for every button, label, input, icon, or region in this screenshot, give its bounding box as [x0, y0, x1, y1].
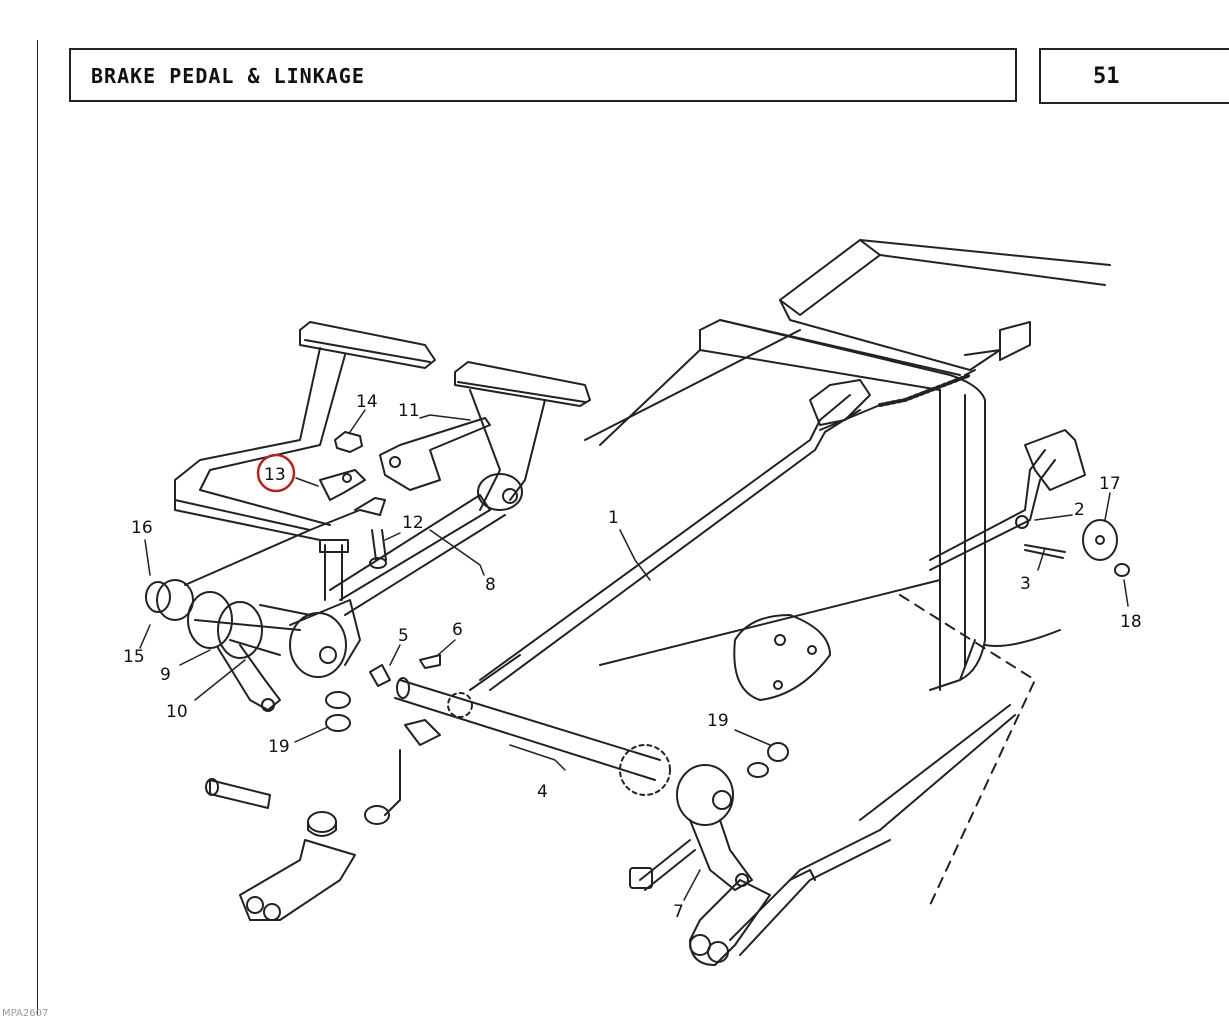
callout-4: 4	[537, 782, 548, 802]
lower-left-clevis	[205, 749, 401, 921]
cross-shaft	[145, 497, 386, 712]
chassis-housing	[584, 239, 1111, 906]
callout-17: 17	[1099, 474, 1121, 494]
callout-7: 7	[673, 902, 684, 922]
callout-5: 5	[398, 626, 409, 646]
callout-19-left: 19	[268, 737, 290, 757]
callout-18: 18	[1120, 612, 1142, 632]
callout-8: 8	[485, 575, 496, 595]
title-box: BRAKE PEDAL & LINKAGE	[69, 48, 1017, 102]
page-margin-rule	[37, 40, 38, 1015]
callout-11: 11	[398, 401, 420, 421]
pedal-lever-8	[329, 494, 506, 616]
callout-19-right: 19	[707, 711, 729, 731]
mounting-plate	[733, 614, 831, 701]
callout-12: 12	[402, 513, 424, 533]
callout-3: 3	[1020, 574, 1031, 594]
callout-16: 16	[131, 518, 153, 538]
page-title: BRAKE PEDAL & LINKAGE	[91, 64, 365, 88]
callout-13: 13	[264, 465, 286, 485]
page-number-box: 51	[1039, 48, 1229, 104]
leader-lines	[139, 409, 1129, 901]
callout-14: 14	[356, 392, 378, 412]
callout-1: 1	[608, 508, 619, 528]
brake-pedals	[174, 321, 591, 541]
brake-rod-1	[469, 369, 976, 691]
drawing-code: MPA2607	[2, 1008, 49, 1019]
nuts-and-pins	[325, 654, 789, 778]
small-hardware	[319, 417, 491, 601]
callout-highlight-ring	[256, 453, 296, 493]
callout-10: 10	[166, 702, 188, 722]
right-linkage	[929, 429, 1130, 577]
callout-15: 15	[123, 647, 145, 667]
callout-6: 6	[452, 620, 463, 640]
page-number: 51	[1093, 64, 1120, 89]
lower-shaft-4	[394, 677, 753, 891]
callout-labels: 1 2 3 4 5 6 7 8 9 10 11 12 13 14 15 16 1…	[123, 392, 1142, 922]
callout-9: 9	[160, 665, 171, 685]
callout-2: 2	[1074, 500, 1085, 520]
lower-right-clevis	[689, 829, 891, 966]
